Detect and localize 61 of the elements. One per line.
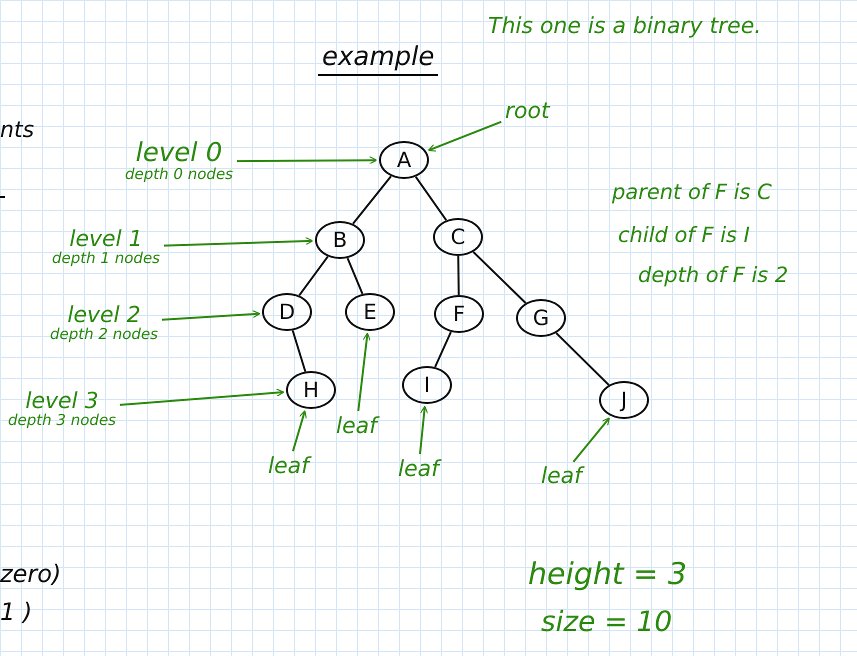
pointer-arrow (120, 388, 284, 406)
tree-node-circle (434, 295, 484, 333)
tree-branch-line (298, 256, 329, 296)
annotation-subtext: depth 2 nodes (50, 327, 158, 343)
pointer-arrow (419, 406, 428, 454)
note-text: This one is a binary tree. (488, 14, 762, 39)
annotation-text: leaf (336, 415, 377, 438)
annotation-subtext: depth 0 nodes (125, 167, 233, 184)
annotation-subtext: depth 1 nodes (52, 251, 160, 267)
node-letter: D (278, 300, 296, 324)
tree-node-circle (599, 381, 649, 419)
tree-branch-line (556, 332, 610, 386)
annotation-text: leaf (398, 458, 439, 482)
pointer-arrow (292, 410, 307, 452)
tree-branch-line (292, 330, 306, 372)
note-text: child of F is I (618, 223, 750, 247)
tree-branch-line (346, 258, 364, 294)
annotation-text: level 0 (136, 140, 222, 168)
note-text: size = 10 (541, 605, 672, 638)
tree-node-circle (262, 293, 312, 331)
annotation-text: root (505, 100, 550, 124)
pointer-arrow (572, 417, 610, 463)
tree-branch-line (472, 251, 526, 304)
node-letter: B (332, 228, 348, 252)
pointer-arrow (357, 332, 371, 412)
pointer-arrow (164, 237, 314, 247)
tree-branch-line (414, 176, 448, 221)
title: example (318, 42, 438, 76)
tree-node-circle (286, 371, 336, 409)
node-letter: J (620, 388, 628, 412)
tree-node-circle (516, 299, 566, 337)
annotation-text: level 1 (69, 228, 143, 252)
note-text: height = 3 (528, 557, 687, 592)
tree-node-circle (402, 366, 452, 404)
tree-node-circle (345, 293, 395, 331)
note-text: parent of F is C (612, 180, 772, 204)
node-letter: I (424, 373, 430, 397)
tree-branch-line (434, 332, 452, 368)
node-letter: A (396, 148, 412, 172)
note-text: zero) (0, 560, 62, 588)
tree-node-circle (379, 141, 429, 179)
annotation-text: leaf (541, 465, 582, 488)
annotation-text: leaf (268, 455, 309, 478)
tree-node-circle (315, 221, 365, 259)
node-letter: G (532, 306, 550, 330)
annotation-text: level 3 (25, 390, 99, 414)
annotation-text: level 2 (67, 304, 141, 328)
note-text: depth of F is 2 (638, 263, 788, 287)
node-letter: H (303, 378, 319, 402)
pointer-arrow (428, 120, 502, 152)
tree-branch-line (457, 256, 460, 296)
note-text: nts (0, 118, 34, 143)
tree-node-circle (433, 218, 483, 256)
node-letter: C (450, 225, 466, 249)
node-letter: E (363, 300, 377, 324)
tree-branch-line (352, 176, 392, 224)
node-letter: F (452, 302, 466, 326)
pointer-arrow (162, 310, 260, 321)
note-text: 1 ) (0, 598, 32, 626)
annotation-subtext: depth 3 nodes (8, 413, 116, 429)
pointer-arrow (237, 156, 378, 164)
